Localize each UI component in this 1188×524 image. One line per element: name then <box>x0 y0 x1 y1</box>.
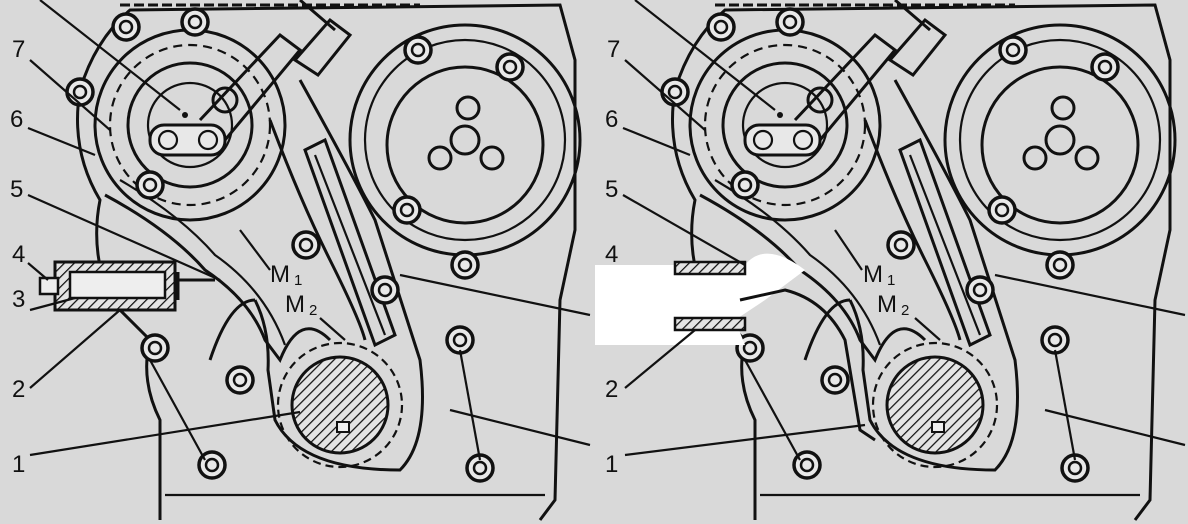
label-4: 4 <box>605 241 618 268</box>
label-5: 5 <box>10 176 23 203</box>
label-m1-sub: 1 <box>887 272 895 289</box>
leader-lines <box>27 0 591 457</box>
label-7: 7 <box>12 36 25 63</box>
label-m1: M <box>863 261 883 288</box>
label-3: 3 <box>12 286 25 313</box>
leader-lines <box>622 0 1186 457</box>
label-5: 5 <box>605 176 618 203</box>
label-1: 1 <box>605 451 618 478</box>
label-m2: M <box>285 291 305 318</box>
left-panel-engine-drawing: 7 6 5 4 3 2 1 M 1 M 2 <box>10 0 591 520</box>
label-m2: M <box>877 291 897 318</box>
label-m2-sub: 2 <box>309 302 317 319</box>
label-2: 2 <box>12 376 25 403</box>
label-4: 4 <box>12 241 25 268</box>
label-1: 1 <box>12 451 25 478</box>
label-m1-sub: 1 <box>294 272 302 289</box>
label-2: 2 <box>605 376 618 403</box>
label-m1: M <box>270 261 290 288</box>
tensioner-shoe <box>739 288 876 442</box>
label-6: 6 <box>10 106 23 133</box>
tensioner-removed-area <box>595 253 805 345</box>
chain-tensioner <box>38 260 215 312</box>
label-7: 7 <box>607 36 620 63</box>
right-panel-engine-drawing: 7 6 5 4 2 1 M 1 M 2 <box>595 0 1186 520</box>
label-6: 6 <box>605 106 618 133</box>
label-m2-sub: 2 <box>901 302 909 319</box>
